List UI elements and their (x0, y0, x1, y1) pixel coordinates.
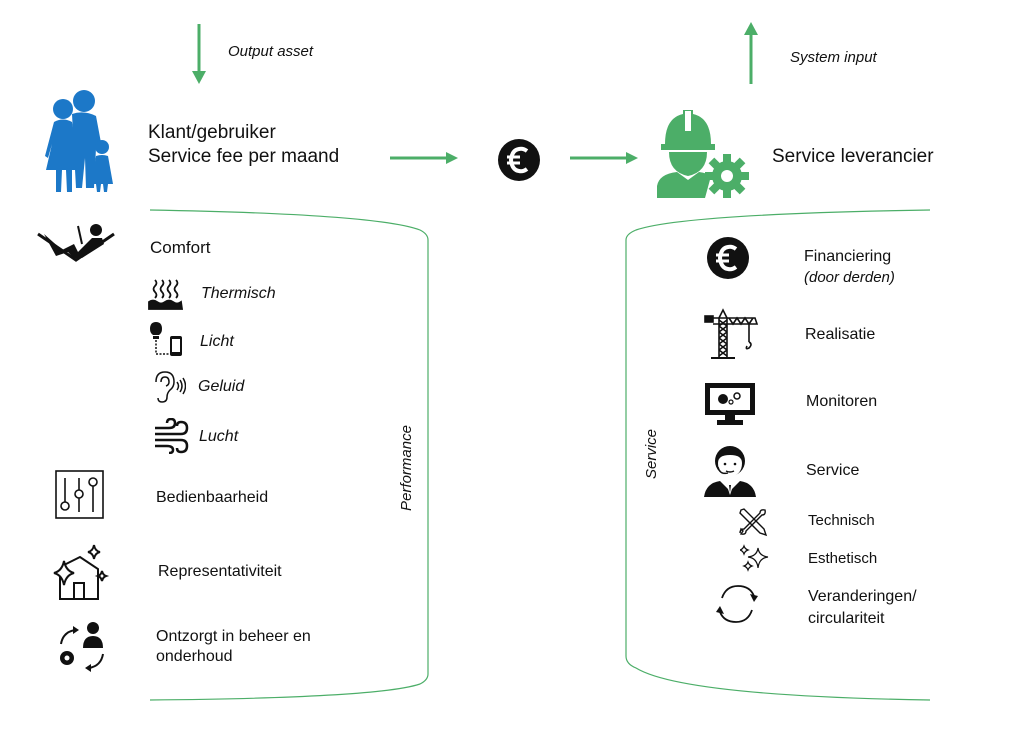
customer-title: Klant/gebruiker (148, 122, 276, 143)
lightbulb-phone-icon (150, 322, 186, 358)
perf-sub-lucht: Lucht (199, 428, 239, 445)
manager-cycle-icon (55, 620, 111, 676)
supplier-title: Service leverancier (772, 146, 934, 167)
service-sub-technisch: Technisch (808, 512, 875, 529)
service-label: Service (643, 428, 660, 480)
perf-item-ontzorgt-line1: Ontzorgt in beheer en (156, 628, 311, 645)
family-icon (44, 88, 118, 194)
perf-sub-licht: Licht (200, 333, 234, 350)
service-item-financiering: Financiering (804, 248, 892, 265)
ear-sound-icon (152, 370, 186, 404)
wind-icon (153, 418, 189, 454)
perf-item-representativiteit: Representativiteit (158, 563, 282, 580)
sliders-icon (55, 470, 105, 520)
service-item-veranderingen-line1: Veranderingen/ (808, 588, 917, 605)
perf-sub-geluid: Geluid (198, 378, 245, 395)
sparkles-icon (740, 544, 770, 572)
output-arrow-label: Output asset (228, 43, 314, 60)
perf-sub-thermisch: Thermisch (201, 285, 276, 302)
performance-label: Performance (398, 425, 415, 511)
perf-item-comfort: Comfort (150, 238, 211, 257)
supplier-arrow (568, 150, 640, 166)
service-item-service: Service (806, 462, 860, 479)
service-item-financiering-note: (door derden) (804, 269, 895, 286)
monitor-gears-icon (705, 383, 755, 425)
service-sub-esthetisch: Esthetisch (808, 550, 878, 567)
sparkling-house-icon (50, 543, 110, 601)
service-bracket (622, 206, 932, 706)
support-agent-icon (704, 445, 756, 497)
crane-icon (703, 308, 759, 360)
input-arrow (742, 20, 760, 86)
refresh-cycle-icon (714, 582, 760, 626)
euro-coin-icon (497, 138, 541, 182)
service-item-realisatie: Realisatie (805, 326, 876, 343)
heat-waves-icon (148, 278, 184, 310)
worker-gear-icon (655, 106, 751, 198)
service-item-monitoren: Monitoren (806, 393, 878, 410)
perf-item-ontzorgt-line2: onderhoud (156, 648, 233, 665)
euro-coin-icon (706, 236, 750, 280)
performance-bracket (148, 206, 438, 706)
service-item-veranderingen-line2: circulariteit (808, 610, 885, 627)
customer-subtitle: Service fee per maand (148, 146, 340, 167)
output-arrow (190, 22, 208, 86)
perf-item-bedienbaarheid: Bedienbaarheid (156, 489, 269, 506)
fee-arrow (388, 150, 460, 166)
reclining-person-icon (36, 220, 116, 266)
tools-icon (738, 507, 768, 537)
input-arrow-label: System input (790, 49, 877, 66)
